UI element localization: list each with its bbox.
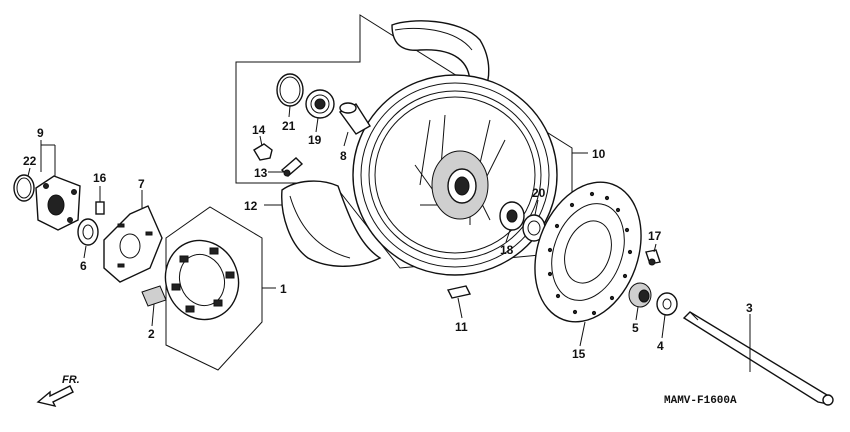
callout-4: 4 bbox=[657, 339, 664, 353]
brake-disc-part[interactable] bbox=[516, 167, 659, 337]
callout-19: 19 bbox=[308, 133, 322, 147]
callout-15: 15 bbox=[572, 347, 586, 361]
bolt-part-17[interactable] bbox=[645, 249, 661, 266]
callout-12: 12 bbox=[244, 199, 258, 213]
clip-part-11[interactable] bbox=[446, 285, 472, 299]
callout-7: 7 bbox=[138, 177, 145, 191]
callout-labels: 9 22 16 7 6 2 1 12 14 13 21 19 8 10 20 1… bbox=[23, 119, 753, 361]
collar-part-2[interactable] bbox=[141, 285, 167, 307]
front-label: FR. bbox=[62, 374, 80, 386]
damper-assembly-frame bbox=[165, 206, 263, 371]
front-direction-indicator: FR. bbox=[36, 374, 80, 408]
clip-part-14[interactable] bbox=[253, 143, 273, 161]
callout-6: 6 bbox=[80, 259, 87, 273]
valve-part-13[interactable] bbox=[280, 157, 304, 177]
o-ring-part-21[interactable] bbox=[276, 73, 304, 107]
spacer-part-8[interactable] bbox=[338, 102, 371, 135]
callout-22: 22 bbox=[23, 154, 37, 168]
diagram-code: MAMV-F1600A bbox=[664, 395, 737, 407]
callout-1: 1 bbox=[280, 282, 287, 296]
axle-part[interactable] bbox=[682, 311, 834, 406]
washer-part-4[interactable] bbox=[656, 292, 678, 316]
callout-21: 21 bbox=[282, 119, 296, 133]
callout-18: 18 bbox=[500, 243, 514, 257]
rear-wheel-part[interactable] bbox=[352, 74, 558, 276]
callout-10: 10 bbox=[592, 147, 606, 161]
front-arrow-icon bbox=[36, 385, 74, 408]
seal-part-6[interactable] bbox=[77, 218, 99, 246]
callout-14: 14 bbox=[252, 123, 266, 137]
damper-plate-part-7[interactable] bbox=[103, 205, 163, 283]
callout-9: 9 bbox=[37, 126, 44, 140]
bearing-part-18[interactable] bbox=[499, 201, 525, 231]
callout-17: 17 bbox=[648, 229, 662, 243]
callout-13: 13 bbox=[254, 166, 268, 180]
callout-8: 8 bbox=[340, 149, 347, 163]
callout-20: 20 bbox=[532, 186, 546, 200]
callout-2: 2 bbox=[148, 327, 155, 341]
callout-16: 16 bbox=[93, 171, 107, 185]
leader-lines bbox=[27, 105, 751, 372]
bearing-part-19[interactable] bbox=[305, 89, 335, 119]
flange-part-9[interactable] bbox=[35, 175, 81, 231]
damper-rubber-part-1[interactable] bbox=[154, 230, 249, 330]
callout-3: 3 bbox=[746, 301, 753, 315]
callout-11: 11 bbox=[455, 320, 468, 334]
collar-part-5[interactable] bbox=[628, 282, 652, 308]
callout-5: 5 bbox=[632, 321, 639, 335]
dust-seal-part-20[interactable] bbox=[522, 214, 546, 242]
o-ring-part-22[interactable] bbox=[13, 174, 35, 202]
bolt-part-16[interactable] bbox=[95, 190, 105, 215]
